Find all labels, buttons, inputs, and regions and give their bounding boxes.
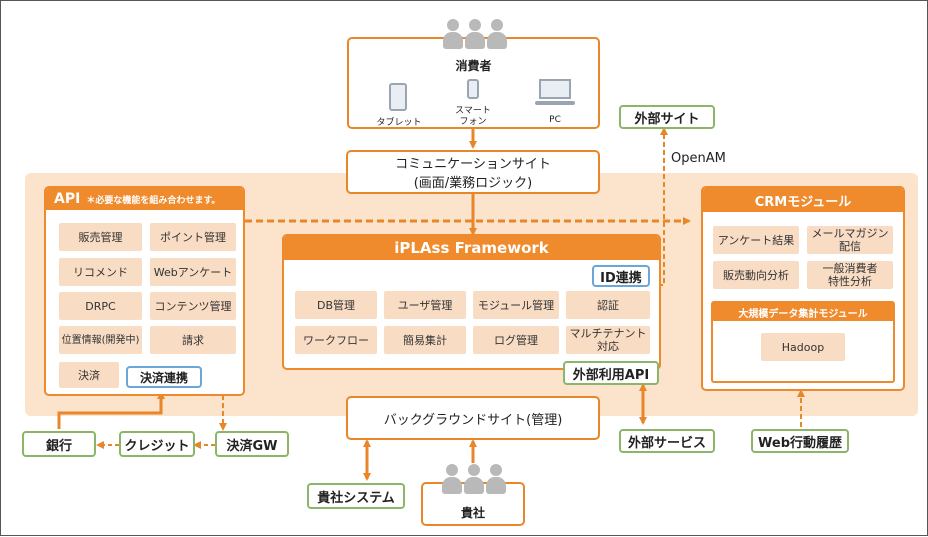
framework-panel: iPLAss Framework ID連携 DB管理 ユーザ管理 モジュール管理…: [282, 234, 661, 370]
crm-cell: 販売動向分析: [713, 261, 799, 289]
consumer-people-icon: [443, 19, 507, 49]
api-cell: 位置情報(開発中): [59, 326, 142, 354]
api-cell: 決済: [59, 362, 119, 388]
communication-site-line1: コミュニケーションサイト: [395, 157, 551, 172]
api-cell: Webアンケート: [150, 258, 236, 286]
framework-cell: ログ管理: [473, 326, 559, 354]
external-api-box: 外部利用API: [563, 361, 659, 385]
company-label: 貴社: [460, 506, 485, 520]
tablet-icon: [389, 83, 407, 111]
crm-cell-mail: メールマガジン 配信: [807, 226, 893, 254]
crm-cell-consumer: 一般消費者 特性分析: [807, 261, 893, 289]
framework-header: iPLAss Framework: [284, 236, 659, 260]
api-panel: API ＊必要な機能を組み合わせます。 販売管理 ポイント管理 リコメンド We…: [44, 186, 245, 396]
api-cell: コンテンツ管理: [150, 292, 236, 320]
api-cell: DRPC: [59, 292, 142, 320]
mail-line2: 配信: [839, 240, 861, 253]
framework-cell: モジュール管理: [473, 291, 559, 319]
hadoop-cell: Hadoop: [761, 333, 845, 361]
communication-site-line2: (画面/業務ロジック): [413, 176, 533, 191]
framework-cell: ワークフロー: [295, 326, 377, 354]
id-link-box: ID連携: [592, 265, 650, 287]
smartphone-label-line1: スマート: [455, 106, 491, 116]
bigdata-header: 大規模データ集計モジュール: [713, 303, 893, 321]
crm-panel: CRMモジュール アンケート結果 メールマガジン 配信 販売動向分析 一般消費者…: [701, 186, 905, 391]
smartphone-icon: [467, 79, 479, 99]
consumer-title: 消費者: [455, 59, 492, 73]
web-history-box: Web行動履歴: [751, 429, 849, 453]
payment-gw-box: 決済GW: [215, 431, 289, 457]
crm-header: CRMモジュール: [703, 188, 903, 212]
company-people-icon: [442, 464, 506, 494]
mail-line1: メールマガジン: [811, 227, 889, 240]
consumer-analysis-line1: 一般消費者: [822, 262, 878, 275]
framework-cell-multitenant: マルチテナント 対応: [566, 326, 650, 354]
multitenant-line1: マルチテナント: [569, 327, 647, 340]
bank-box: 銀行: [22, 431, 96, 457]
communication-site-box: コミュニケーションサイト (画面/業務ロジック): [346, 150, 600, 194]
framework-cell: DB管理: [295, 291, 377, 319]
api-title: API: [54, 191, 81, 207]
company-system-box: 貴社システム: [307, 483, 405, 509]
consumer-analysis-line2: 特性分析: [828, 275, 872, 288]
openam-label: OpenAM: [671, 151, 726, 166]
multitenant-line2: 対応: [597, 340, 619, 353]
background-site-box: バックグラウンドサイト(管理): [346, 396, 600, 440]
api-panel-header: API ＊必要な機能を組み合わせます。: [46, 188, 243, 210]
api-cell: ポイント管理: [150, 223, 236, 251]
pc-label: PC: [549, 115, 561, 125]
external-service-box: 外部サービス: [619, 429, 715, 453]
api-note: ＊必要な機能を組み合わせます。: [86, 195, 221, 206]
tablet-label: タブレット: [376, 118, 422, 128]
framework-cell: 認証: [566, 291, 650, 319]
company-box: 貴社: [421, 464, 525, 526]
crm-cell: アンケート結果: [713, 226, 799, 254]
consumer-box: 消費者 タブレット スマート フォン PC: [347, 19, 600, 129]
framework-cell: 簡易集計: [384, 326, 466, 354]
smartphone-label-line2: フォン: [459, 117, 487, 127]
api-cell: リコメンド: [59, 258, 142, 286]
framework-cell: ユーザ管理: [384, 291, 466, 319]
bigdata-panel: 大規模データ集計モジュール Hadoop: [711, 301, 895, 383]
api-cell: 販売管理: [59, 223, 142, 251]
pc-icon: [535, 79, 575, 105]
payment-link-box: 決済連携: [126, 366, 202, 388]
external-site-box: 外部サイト: [619, 105, 715, 129]
api-cell: 請求: [150, 326, 236, 354]
credit-box: クレジット: [119, 431, 195, 457]
